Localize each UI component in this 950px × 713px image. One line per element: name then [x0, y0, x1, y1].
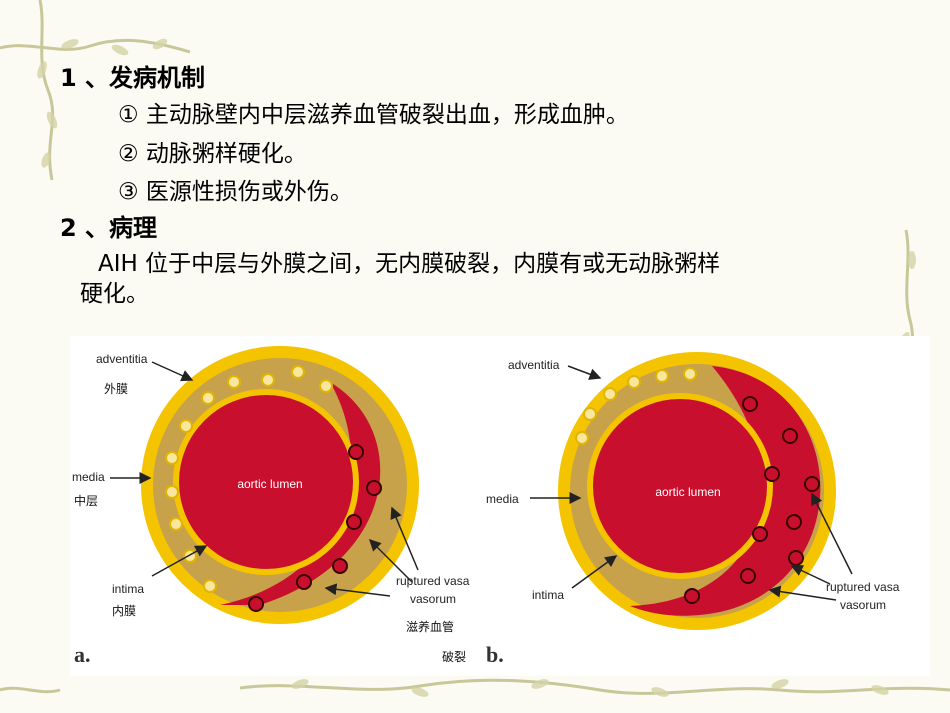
ruptured-label-a-line1: ruptured vasa [396, 574, 470, 588]
section2-line2: 硬化。 [80, 281, 149, 307]
panel-label-b: b. [486, 642, 504, 667]
media-label-b: media [486, 492, 519, 506]
adventitia-label-a: adventitia [96, 352, 148, 366]
aortic-lumen-b [593, 399, 767, 573]
ruptured-cn-label-a-line2: 破裂 [442, 650, 467, 664]
hematoma-b [630, 366, 821, 616]
ruptured-label-b-line2: vasorum [840, 598, 887, 612]
hematoma-a [220, 382, 381, 605]
section1-item-3: ③ 医源性损伤或外伤。 [118, 179, 353, 205]
section1-heading: 1 、发病机制 [60, 64, 206, 92]
ruptured-cn-label-a-line1: 滋养血管 [406, 620, 455, 634]
intima-cn-label-a: 内膜 [112, 604, 137, 618]
media-label-a: media [72, 470, 105, 484]
ruptured-label-a-line2: vasorum [410, 592, 457, 606]
ruptured-label-b-line1: ruptured vasa [826, 580, 900, 594]
section2-heading: 2 、病理 [60, 214, 158, 242]
section1-item-1: ① 主动脉壁内中层滋养血管破裂出血，形成血肿。 [118, 102, 629, 128]
lumen-label-a: aortic lumen [237, 477, 302, 491]
panel-label-a: a. [74, 642, 91, 667]
section2-line1: AIH 位于中层与外膜之间，无内膜破裂，内膜有或无动脉粥样 [98, 251, 721, 277]
intima-label-b: intima [532, 588, 565, 602]
media-cn-label-a: 中层 [74, 494, 99, 508]
lumen-label-b: aortic lumen [655, 485, 720, 499]
adventitia-label-b: adventitia [508, 358, 560, 372]
intima-label-a: intima [112, 582, 145, 596]
section1-item-2: ② 动脉粥样硬化。 [118, 141, 307, 167]
adventitia-cn-label-a: 外膜 [104, 382, 129, 396]
aortic-lumen-a [179, 395, 353, 569]
